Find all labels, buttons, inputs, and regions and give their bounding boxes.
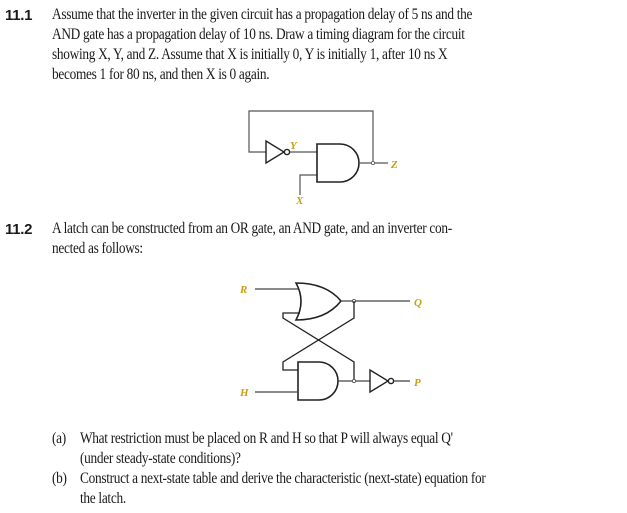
problem-11-2-line-1: A latch can be constructed from an OR ga… [52,220,452,237]
problem-11-1-line-4: becomes 1 for 80 ns, and then X is 0 aga… [52,66,270,83]
problem-11-1-line-3: showing X, Y, and Z. Assume that X is in… [52,46,448,63]
problem-number-11-2: 11.2 [5,221,33,238]
part-a-label: (a) [52,430,66,447]
x-wire [299,174,317,195]
part-b-label: (b) [52,470,67,487]
and-junction-dot [351,378,356,383]
q-feedback-wire [282,301,355,371]
part-b-line-2: the latch. [80,490,126,507]
part-a-line-2: (under steady-state conditions)? [80,450,241,467]
problem-number-11-1: 11.1 [5,7,33,24]
label-x: X [295,195,304,207]
inverter-bubble [283,148,291,156]
problem-11-1-line-1: Assume that the inverter in the given ci… [52,6,473,23]
and-gate-symbol-latch [297,361,339,401]
or-gate-symbol [294,282,343,321]
junction-dot [370,160,375,165]
label-y: Y [290,140,298,152]
label-z: Z [390,159,398,171]
and-feedback-wire [282,312,355,381]
label-r: R [239,284,247,296]
circuit-11-2 [255,282,410,401]
inverter-symbol-latch [369,368,390,394]
label-p: P [414,377,421,389]
label-q: Q [414,297,422,309]
label-h: H [239,387,249,399]
part-a-line-1: What restriction must be placed on R and… [80,430,453,447]
part-b-line-1: Construct a next-state table and derive … [80,470,486,487]
circuit-11-1 [248,110,388,195]
inverter-bubble-latch [387,377,395,385]
feedback-wire [248,110,374,163]
problem-11-2-line-2: nected as follows: [52,240,143,257]
inverter-symbol [265,139,286,165]
problem-11-1-line-2: AND gate has a propagation delay of 10 n… [52,26,465,43]
and-gate-symbol [316,143,360,183]
